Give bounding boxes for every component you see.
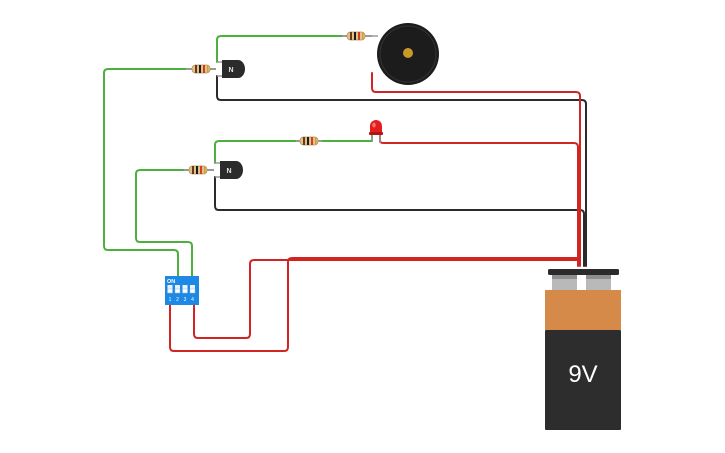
battery-snap-cap [548, 269, 619, 275]
wire-transistor-1-ground[interactable] [216, 75, 587, 267]
wire-switch-to-resistor-3[interactable] [135, 169, 193, 279]
dip-switch-position-1: 1 [169, 297, 172, 303]
wire-transistor-2-to-resistor-4[interactable] [214, 140, 299, 164]
resistor-3[interactable] [184, 165, 214, 175]
transistor-2-label: N [226, 168, 231, 175]
resistor-2[interactable] [342, 31, 372, 41]
piezo-buzzer[interactable] [372, 23, 439, 85]
transistor-1-label: N [228, 67, 233, 74]
dip-switch-position-2: 2 [176, 297, 179, 303]
wire-switch-to-resistor-1[interactable] [103, 68, 191, 279]
wire-led-power[interactable] [379, 132, 579, 267]
wire-switch-power-2[interactable] [169, 257, 581, 352]
dip-switch-position-4: 4 [191, 297, 194, 303]
red-led[interactable] [369, 120, 383, 143]
wire-buzzer-power[interactable] [371, 72, 581, 267]
wire-switch-power-1[interactable] [193, 259, 579, 339]
buzzer-center-icon [403, 48, 413, 58]
resistor-4[interactable] [296, 136, 322, 146]
dip-switch-on-label: ON [167, 279, 175, 285]
transistor-2[interactable]: N [215, 161, 243, 179]
battery-label: 9V [568, 361, 597, 388]
battery-9v[interactable]: 9V [545, 269, 621, 430]
transistor-1[interactable]: N [217, 60, 245, 78]
dip-switch[interactable]: ON 1 2 3 4 [165, 276, 199, 305]
resistor-1[interactable] [186, 64, 216, 74]
wire-resistor-4-to-led[interactable] [319, 132, 373, 142]
dip-switch-position-3: 3 [184, 297, 187, 303]
wire-transistor-1-to-resistor-2[interactable] [216, 35, 347, 63]
wire-transistor-2-ground[interactable] [214, 176, 585, 267]
wires [103, 35, 587, 352]
